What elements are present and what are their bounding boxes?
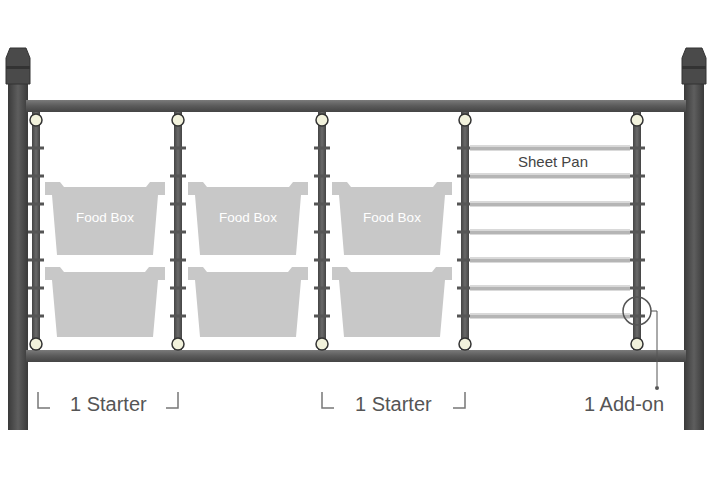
sheet-pan (470, 146, 630, 319)
food-box: Food Box (188, 182, 308, 255)
upright-hook (629, 287, 645, 290)
bolt (459, 114, 471, 126)
top-rail (26, 100, 686, 112)
sheet-pan (470, 286, 630, 288)
sheet-pan (470, 258, 630, 263)
box-label: Food Box (45, 210, 165, 225)
bolt (316, 114, 328, 126)
sheet-pan (470, 174, 630, 179)
upright-hook (170, 203, 186, 206)
food-box-shape (45, 182, 165, 255)
upright-hook (314, 231, 330, 234)
upright-hook (314, 259, 330, 262)
food-box: Food Box (332, 182, 452, 255)
upright-hook (28, 203, 44, 206)
upright-hook (314, 315, 330, 318)
bolt (631, 114, 643, 126)
upright-hook (28, 231, 44, 234)
upright-hook (629, 259, 645, 262)
upright-hook (629, 315, 645, 318)
bolt (172, 114, 184, 126)
upright-hook (314, 175, 330, 178)
count-label: 1 Starter (70, 393, 147, 416)
upright-hook (28, 287, 44, 290)
upright-hook (170, 147, 186, 150)
upright-hook (314, 147, 330, 150)
food-box-shape (188, 182, 308, 255)
upright-hook (170, 259, 186, 262)
sheet-pan (470, 230, 630, 235)
upright-hook (28, 147, 44, 150)
callout-circle (623, 297, 651, 325)
upright-hook (28, 175, 44, 178)
food-box: Food Box (45, 182, 165, 255)
food-box-shape (332, 182, 452, 255)
bottom-rail (26, 350, 686, 362)
upright-hook (170, 287, 186, 290)
upright-hook (314, 203, 330, 206)
bolt (316, 338, 328, 350)
count-label: 1 Starter (355, 393, 432, 416)
leader-line (651, 311, 657, 386)
upright-hook (314, 287, 330, 290)
sheet-pan (470, 146, 630, 148)
count-label: 1 Add-on (584, 393, 664, 416)
sheet-pan (470, 286, 630, 291)
bolt (459, 338, 471, 350)
box-label: Food Box (188, 210, 308, 225)
sheet-pan (470, 174, 630, 176)
post (6, 48, 706, 430)
sheet-pan (470, 314, 630, 319)
sheet-pan (470, 202, 630, 204)
upright-hook (170, 315, 186, 318)
sheet-pan (470, 146, 630, 151)
bolt (30, 114, 643, 350)
bolt (631, 338, 643, 350)
upright-hook (170, 231, 186, 234)
upright-hook (170, 175, 186, 178)
sheet-pan (470, 202, 630, 207)
sheet-pan (470, 258, 630, 260)
sheet-pan (470, 314, 630, 316)
bolt (172, 338, 184, 350)
bolt (30, 338, 42, 350)
upright-hook (629, 175, 645, 178)
upright-hook (629, 147, 645, 150)
upright-hook (28, 259, 44, 262)
box-label: Food Box (332, 210, 452, 225)
upright-hook (629, 231, 645, 234)
food-box-lower (45, 267, 452, 337)
part-label: Sheet Pan (516, 153, 590, 170)
upright-hook (28, 315, 44, 318)
upright (32, 112, 641, 350)
bolt (30, 114, 42, 126)
sheet-pan (470, 230, 630, 232)
leader-dot (655, 386, 659, 390)
upright-hook (629, 203, 645, 206)
